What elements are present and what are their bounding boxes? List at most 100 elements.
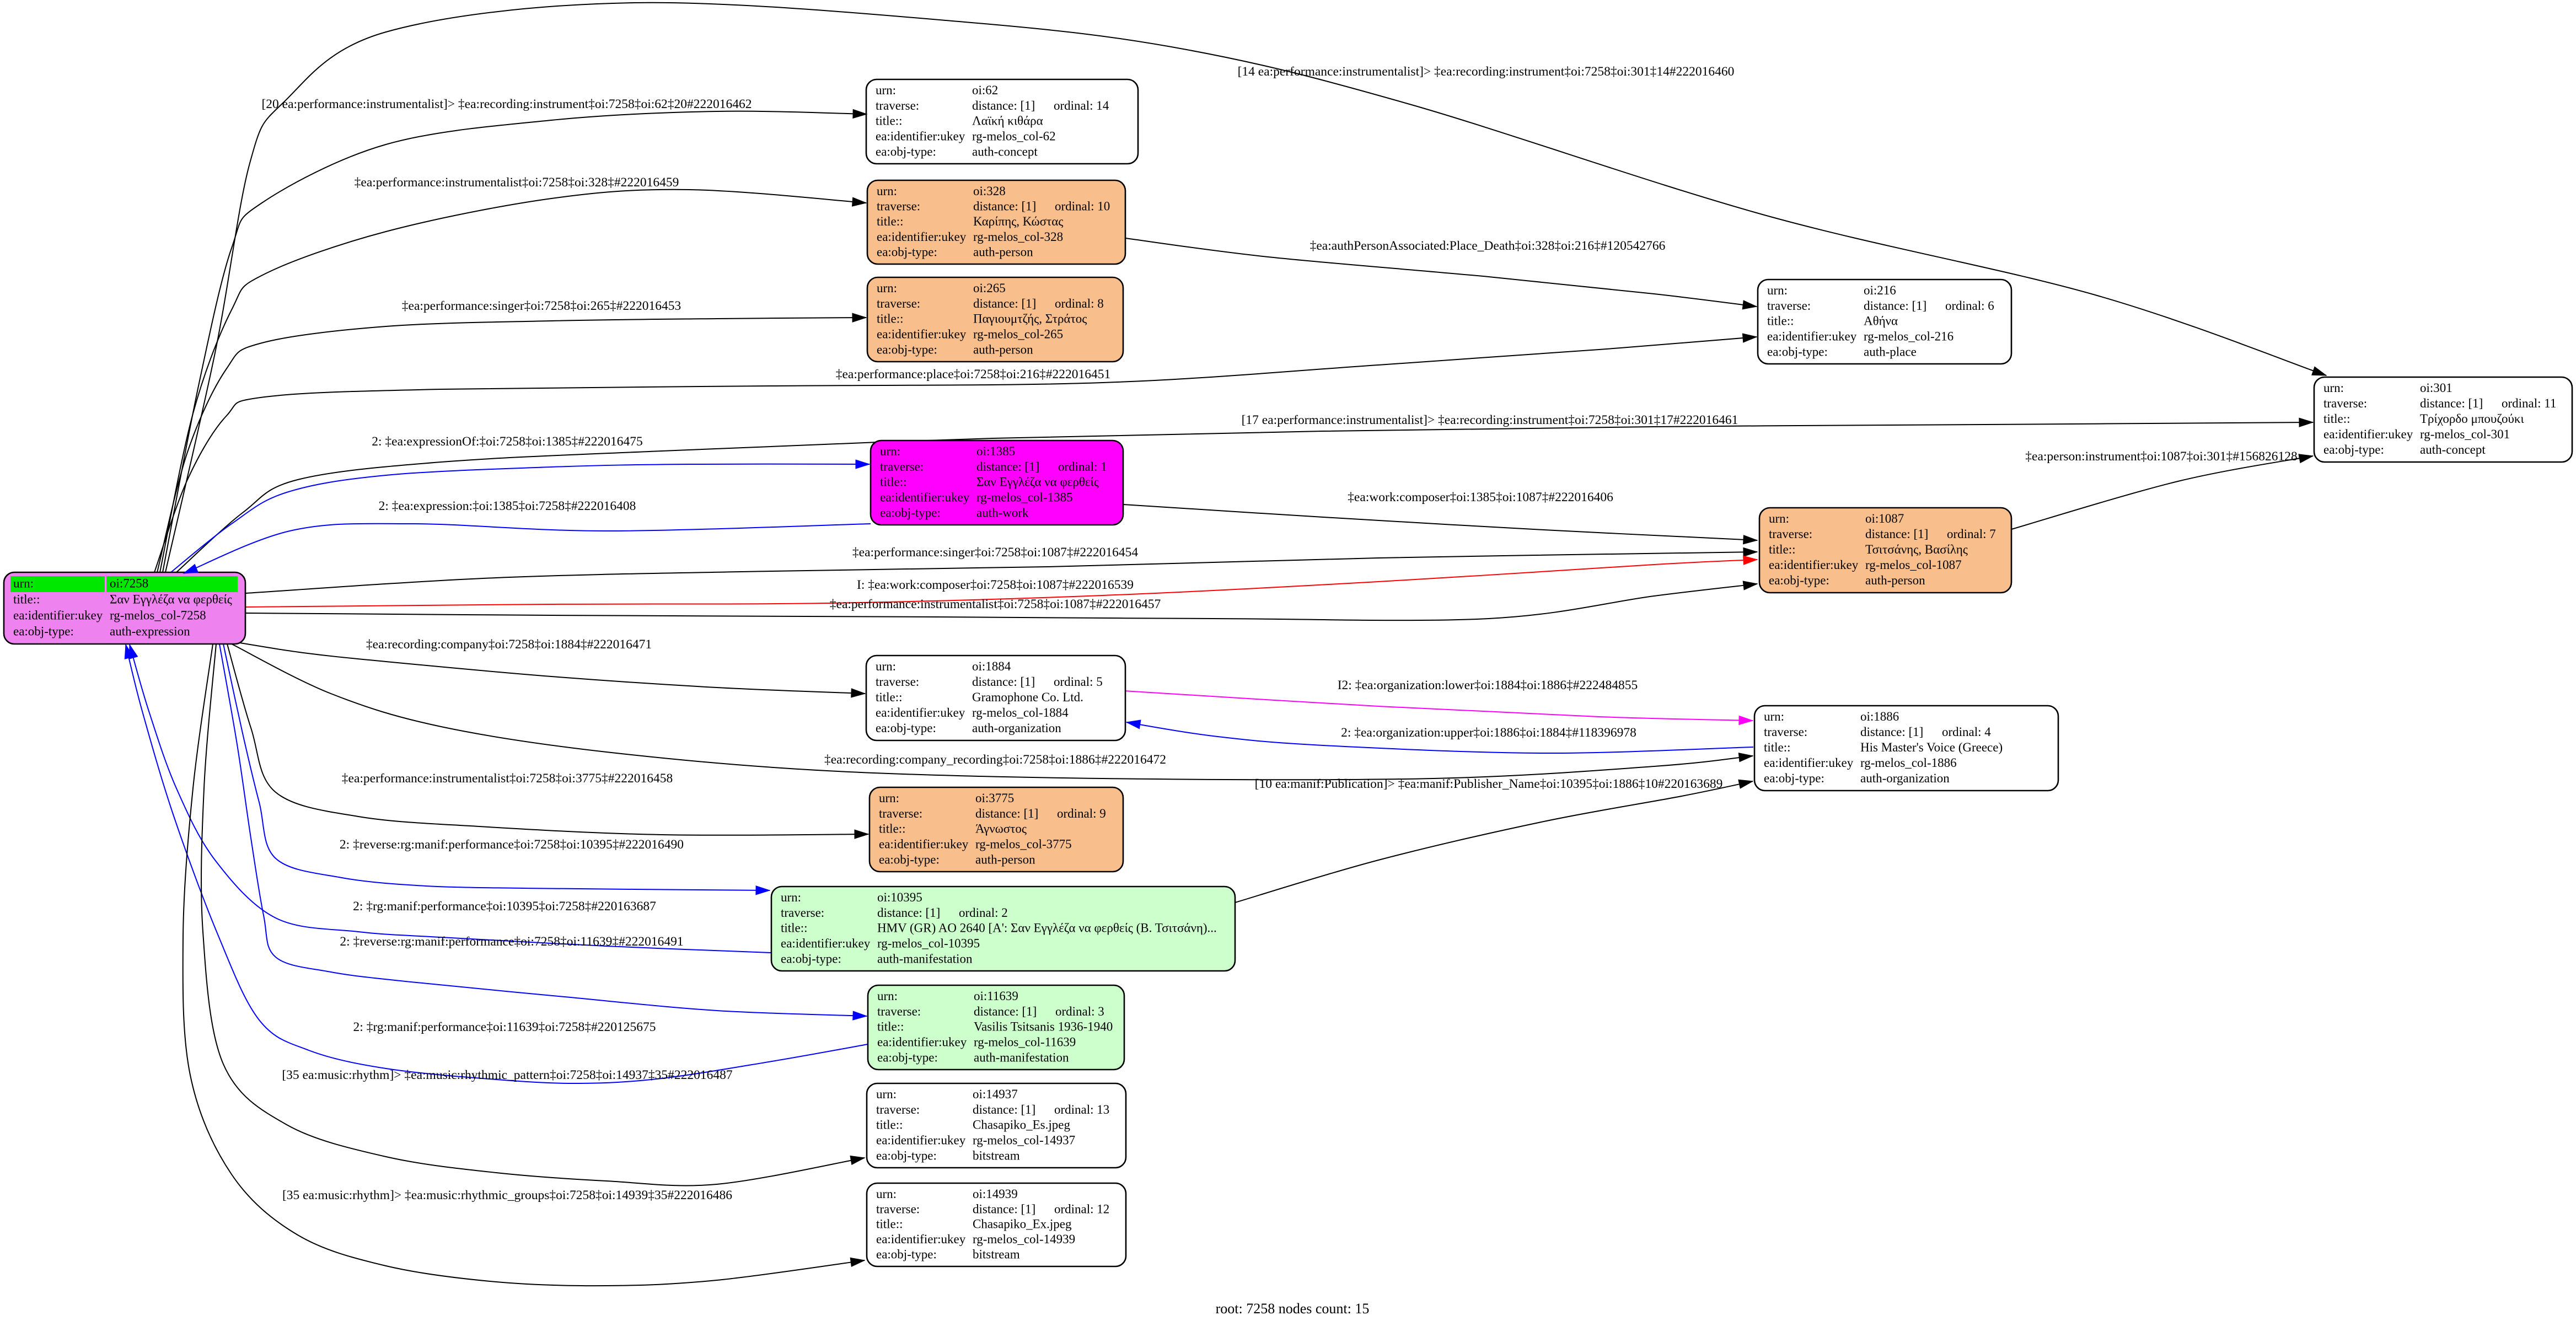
svg-text:2: ‡reverse:rg:manif:performan: 2: ‡reverse:rg:manif:performance‡oi:7258… bbox=[340, 837, 684, 852]
svg-text:ordinal: 9: ordinal: 9 bbox=[1057, 807, 1106, 820]
svg-text:ea:identifier:ukey: ea:identifier:ukey bbox=[876, 1134, 966, 1147]
svg-text:ea:identifier:ukey: ea:identifier:ukey bbox=[876, 1232, 966, 1246]
svg-text:urn:: urn: bbox=[781, 890, 801, 904]
svg-text:ea:obj-type:: ea:obj-type: bbox=[879, 852, 940, 866]
svg-text:oi:1884: oi:1884 bbox=[972, 659, 1011, 673]
svg-text:oi:1385: oi:1385 bbox=[976, 444, 1015, 458]
svg-text:traverse:: traverse: bbox=[876, 1202, 920, 1216]
svg-text:ordinal: 14: ordinal: 14 bbox=[1054, 99, 1109, 112]
svg-text:rg-melos_col-11639: rg-melos_col-11639 bbox=[974, 1035, 1076, 1049]
svg-text:title::: title:: bbox=[877, 312, 904, 326]
svg-text:urn:: urn: bbox=[1769, 512, 1789, 525]
svg-text:‡ea:performance:instrumentalis: ‡ea:performance:instrumentalist‡oi:7258‡… bbox=[342, 771, 673, 786]
svg-text:distance: [1]: distance: [1] bbox=[975, 807, 1038, 820]
svg-text:traverse:: traverse: bbox=[1764, 725, 1807, 739]
svg-text:ordinal: 4: ordinal: 4 bbox=[1942, 725, 1991, 739]
svg-text:title::: title:: bbox=[876, 1217, 903, 1231]
svg-text:auth-work: auth-work bbox=[976, 506, 1029, 519]
svg-text:‡ea:person:instrument‡oi:1087‡: ‡ea:person:instrument‡oi:1087‡oi:301‡#15… bbox=[2025, 449, 2297, 464]
svg-text:‡ea:performance:place‡oi:7258‡: ‡ea:performance:place‡oi:7258‡oi:216‡#22… bbox=[836, 367, 1111, 382]
svg-text:ordinal: 7: ordinal: 7 bbox=[1947, 527, 1996, 541]
svg-text:oi:3775: oi:3775 bbox=[975, 791, 1014, 805]
svg-text:oi:14937: oi:14937 bbox=[973, 1087, 1018, 1101]
svg-text:distance: [1]: distance: [1] bbox=[973, 1202, 1035, 1216]
svg-text:auth-manifestation: auth-manifestation bbox=[974, 1050, 1069, 1064]
svg-text:traverse:: traverse: bbox=[1767, 299, 1811, 313]
svg-text:Chasapiko_Es.jpeg: Chasapiko_Es.jpeg bbox=[973, 1118, 1070, 1132]
svg-text:ordinal: 11: ordinal: 11 bbox=[2502, 396, 2556, 410]
svg-text:traverse:: traverse: bbox=[876, 99, 919, 112]
svg-text:oi:1087: oi:1087 bbox=[1865, 512, 1904, 525]
svg-text:auth-person: auth-person bbox=[973, 342, 1033, 356]
svg-text:oi:265: oi:265 bbox=[973, 281, 1006, 295]
svg-text:ea:identifier:ukey: ea:identifier:ukey bbox=[1769, 558, 1859, 572]
svg-text:traverse:: traverse: bbox=[1769, 527, 1812, 541]
svg-text:traverse:: traverse: bbox=[879, 807, 922, 820]
svg-text:traverse:: traverse: bbox=[877, 200, 920, 213]
svg-text:2: ‡reverse:rg:manif:performan: 2: ‡reverse:rg:manif:performance‡oi:7258… bbox=[340, 935, 683, 949]
svg-text:‡ea:performance:singer‡oi:7258: ‡ea:performance:singer‡oi:7258‡oi:265‡#2… bbox=[402, 299, 681, 313]
svg-text:distance: [1]: distance: [1] bbox=[973, 200, 1036, 213]
svg-text:ea:obj-type:: ea:obj-type: bbox=[880, 506, 941, 519]
svg-text:distance: [1]: distance: [1] bbox=[2420, 396, 2483, 410]
svg-text:Τρίχορδο μπουζούκι: Τρίχορδο μπουζούκι bbox=[2420, 412, 2524, 426]
svg-text:HMV (GR) AO 2640 [Α': Σαν Εγγλ: HMV (GR) AO 2640 [Α': Σαν Εγγλέζα να φερ… bbox=[877, 921, 1217, 935]
svg-text:title::: title:: bbox=[2323, 412, 2350, 426]
svg-text:urn:: urn: bbox=[879, 791, 899, 805]
svg-text:2: ‡ea:organization:upper‡oi:1: 2: ‡ea:organization:upper‡oi:1886‡oi:188… bbox=[1341, 726, 1636, 740]
svg-text:ordinal: 10: ordinal: 10 bbox=[1055, 200, 1110, 213]
svg-text:traverse:: traverse: bbox=[2323, 396, 2367, 410]
svg-text:urn:: urn: bbox=[2323, 381, 2344, 395]
svg-text:auth-manifestation: auth-manifestation bbox=[877, 952, 973, 965]
svg-text:auth-person: auth-person bbox=[975, 852, 1035, 866]
svg-text:ea:obj-type:: ea:obj-type: bbox=[13, 625, 74, 638]
svg-text:ea:obj-type:: ea:obj-type: bbox=[1764, 771, 1824, 785]
svg-text:urn:: urn: bbox=[880, 444, 900, 458]
svg-text:oi:11639: oi:11639 bbox=[974, 989, 1018, 1003]
svg-text:I2: ‡ea:organization:lower‡oi:: I2: ‡ea:organization:lower‡oi:1884‡oi:18… bbox=[1338, 678, 1638, 692]
svg-text:rg-melos_col-14939: rg-melos_col-14939 bbox=[973, 1232, 1075, 1246]
svg-text:traverse:: traverse: bbox=[781, 906, 824, 920]
svg-text:[20 ea:performance:instrumenta: [20 ea:performance:instrumentalist]> ‡ea… bbox=[261, 97, 752, 111]
svg-text:oi:10395: oi:10395 bbox=[877, 890, 922, 904]
svg-text:ordinal: 3: ordinal: 3 bbox=[1055, 1005, 1104, 1018]
svg-text:ea:obj-type:: ea:obj-type: bbox=[1769, 573, 1829, 587]
svg-text:Καρίπης, Κώστας: Καρίπης, Κώστας bbox=[973, 214, 1063, 228]
svg-text:Chasapiko_Ex.jpeg: Chasapiko_Ex.jpeg bbox=[973, 1217, 1072, 1231]
svg-text:bitstream: bitstream bbox=[973, 1148, 1020, 1162]
svg-text:ordinal: 13: ordinal: 13 bbox=[1054, 1103, 1109, 1116]
svg-text:auth-expression: auth-expression bbox=[110, 625, 190, 638]
svg-text:ea:obj-type:: ea:obj-type: bbox=[876, 144, 936, 158]
svg-text:I: ‡ea:work:composer‡oi:7258‡o: I: ‡ea:work:composer‡oi:7258‡oi:1087‡#22… bbox=[857, 578, 1134, 592]
svg-text:auth-organization: auth-organization bbox=[1860, 771, 1950, 785]
svg-text:urn:: urn: bbox=[876, 1187, 897, 1201]
svg-text:‡ea:recording:company_recordin: ‡ea:recording:company_recording‡oi:7258‡… bbox=[824, 753, 1166, 767]
svg-text:urn:: urn: bbox=[1767, 283, 1788, 297]
svg-text:urn:: urn: bbox=[877, 281, 897, 295]
svg-text:traverse:: traverse: bbox=[880, 460, 924, 474]
svg-text:traverse:: traverse: bbox=[877, 297, 920, 310]
svg-text:urn:: urn: bbox=[876, 659, 896, 673]
svg-text:urn:: urn: bbox=[876, 1087, 897, 1101]
svg-text:ea:identifier:ukey: ea:identifier:ukey bbox=[879, 837, 969, 851]
svg-text:ea:identifier:ukey: ea:identifier:ukey bbox=[1764, 756, 1854, 770]
svg-text:distance: [1]: distance: [1] bbox=[1865, 527, 1928, 541]
svg-text:ea:identifier:ukey: ea:identifier:ukey bbox=[1767, 330, 1857, 343]
svg-text:title::: title:: bbox=[1767, 314, 1794, 328]
svg-text:‡ea:performance:instrumentalis: ‡ea:performance:instrumentalist‡oi:7258‡… bbox=[355, 175, 679, 190]
svg-text:rg-melos_col-3775: rg-melos_col-3775 bbox=[975, 837, 1072, 851]
svg-text:urn:: urn: bbox=[877, 184, 897, 198]
svg-text:urn:: urn: bbox=[876, 83, 896, 97]
svg-text:Λαϊκή κιθάρα: Λαϊκή κιθάρα bbox=[972, 114, 1043, 128]
svg-text:ea:identifier:ukey: ea:identifier:ukey bbox=[877, 230, 967, 244]
svg-text:traverse:: traverse: bbox=[876, 1103, 920, 1116]
svg-text:auth-person: auth-person bbox=[1865, 573, 1925, 587]
svg-text:Αθήνα: Αθήνα bbox=[1864, 314, 1898, 328]
svg-text:ea:identifier:ukey: ea:identifier:ukey bbox=[2323, 427, 2413, 441]
svg-text:rg-melos_col-1385: rg-melos_col-1385 bbox=[976, 491, 1073, 504]
svg-text:distance: [1]: distance: [1] bbox=[1864, 299, 1926, 313]
svg-text:distance: [1]: distance: [1] bbox=[973, 1103, 1035, 1116]
svg-text:rg-melos_col-1886: rg-melos_col-1886 bbox=[1860, 756, 1957, 770]
svg-text:rg-melos_col-328: rg-melos_col-328 bbox=[973, 230, 1063, 244]
svg-text:[17 ea:performance:instrumenta: [17 ea:performance:instrumentalist]> ‡ea… bbox=[1242, 413, 1738, 427]
